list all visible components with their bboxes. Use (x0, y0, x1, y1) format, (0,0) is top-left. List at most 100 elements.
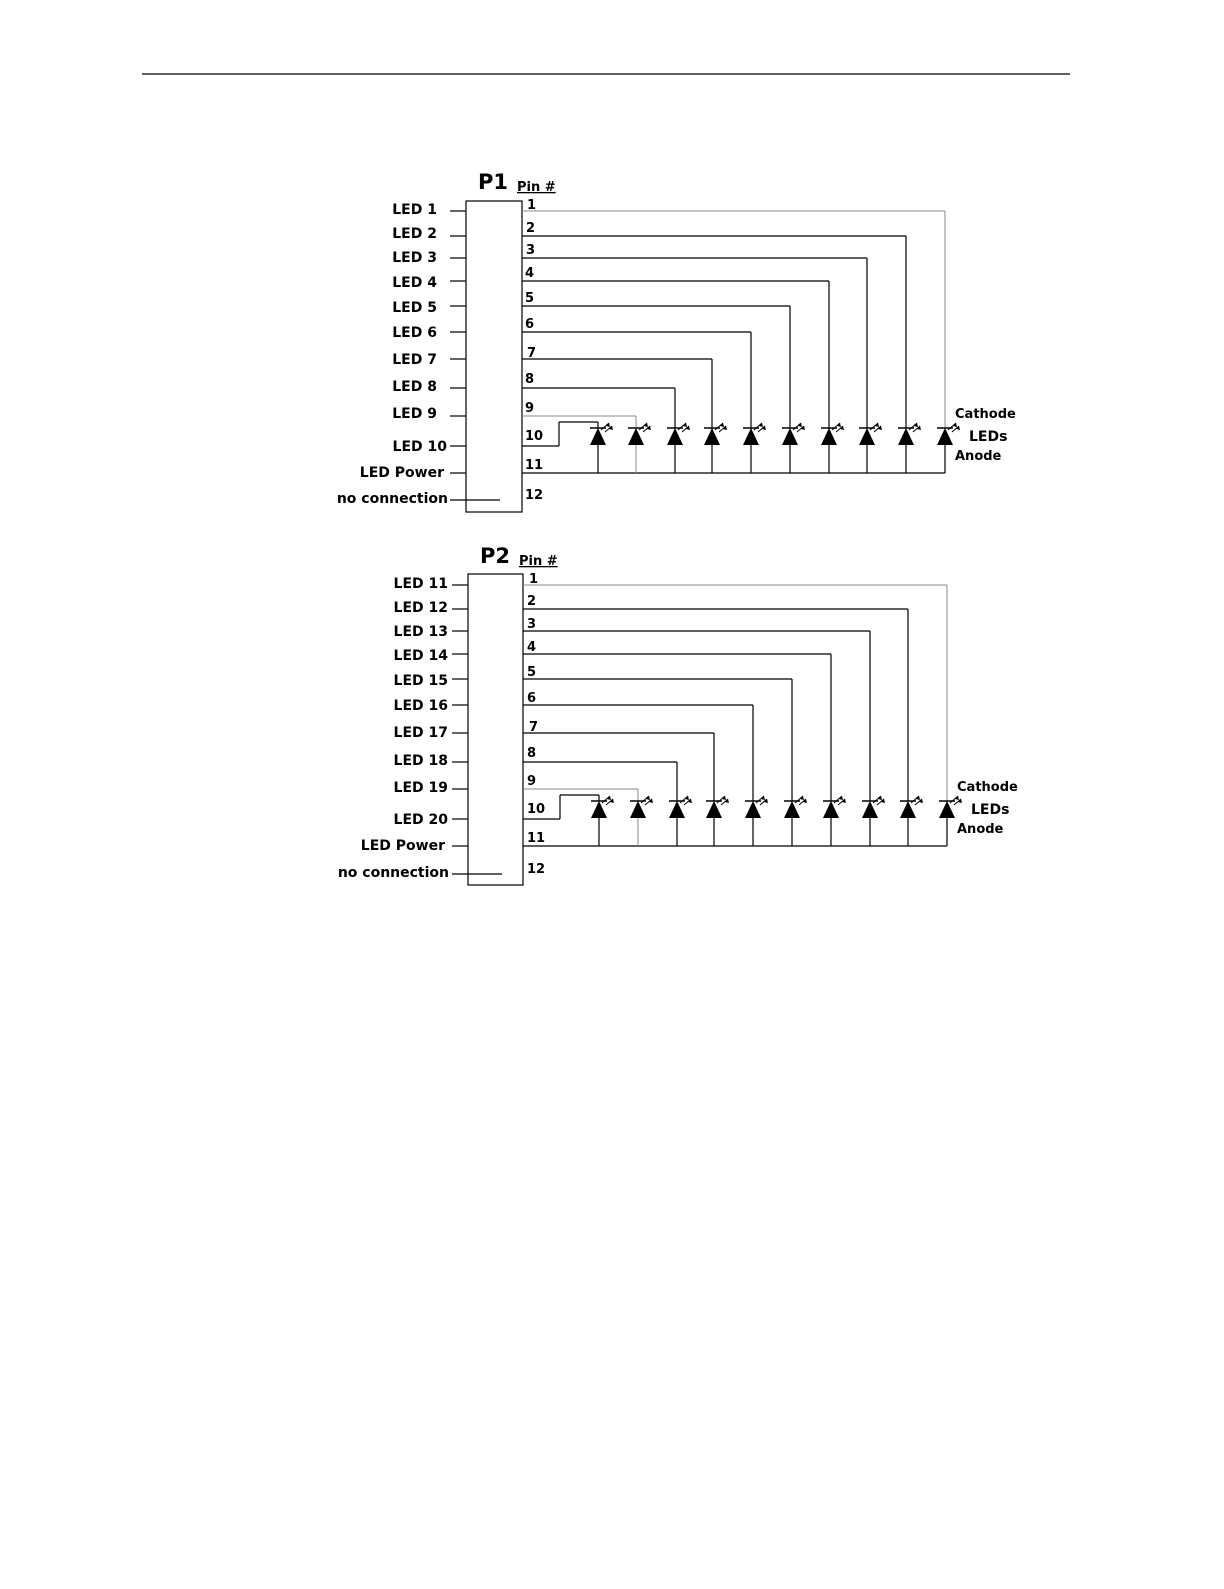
signal-label: LED 5 (392, 300, 437, 316)
pin-number: 3 (526, 243, 535, 258)
led-symbol (821, 423, 844, 445)
cathode-label: Cathode (955, 407, 1016, 422)
led-triangle (628, 428, 644, 445)
signal-label: no connection (337, 491, 448, 507)
anode-label: Anode (957, 822, 1004, 837)
led-triangle (667, 428, 683, 445)
signal-label: LED 16 (394, 698, 448, 714)
signal-label: LED 13 (394, 624, 448, 640)
led-symbol (859, 423, 882, 445)
signal-label: LED 18 (394, 753, 448, 769)
signal-label: LED 11 (394, 576, 448, 592)
pin-number: 8 (525, 372, 534, 387)
led-symbol (667, 423, 690, 445)
signal-label: LED 1 (392, 202, 437, 218)
led-triangle (862, 801, 878, 818)
pin-number: 2 (526, 221, 535, 236)
led-triangle (591, 801, 607, 818)
pin-number: 10 (525, 429, 543, 444)
led-triangle (630, 801, 646, 818)
led-triangle (939, 801, 955, 818)
led-triangle (859, 428, 875, 445)
pin-number: 6 (527, 691, 536, 706)
connector-p2: P2 Pin # LED 11 LED 12 LED 13 LED 14 LED… (338, 544, 1018, 885)
led-symbol (784, 796, 807, 818)
pin-header: Pin # (517, 180, 556, 195)
pin-number: 8 (527, 746, 536, 761)
anode-label: Anode (955, 449, 1002, 464)
led-symbol (937, 423, 960, 445)
leds-label: LEDs (969, 429, 1007, 445)
pin-number: 4 (527, 640, 536, 655)
led-symbol (862, 796, 885, 818)
led-triangle (743, 428, 759, 445)
pin-number: 11 (527, 831, 545, 846)
signal-label: LED 9 (392, 406, 437, 422)
pin-number: 10 (527, 802, 545, 817)
pin-header: Pin # (519, 554, 558, 569)
led-triangle (898, 428, 914, 445)
pin-number: 11 (525, 458, 543, 473)
pin-number: 9 (525, 401, 534, 416)
pin-number: 12 (525, 488, 543, 503)
led-symbol (591, 796, 614, 818)
signal-label: LED 4 (392, 275, 437, 291)
led-symbol (706, 796, 729, 818)
led-triangle (900, 801, 916, 818)
pin-number: 12 (527, 862, 545, 877)
signal-label: LED 19 (394, 780, 448, 796)
led-symbol (630, 796, 653, 818)
pin-number: 9 (527, 774, 536, 789)
pin-number: 4 (525, 266, 534, 281)
signal-label: LED 12 (394, 600, 448, 616)
signal-label: LED 8 (392, 379, 437, 395)
connector-title: P2 (480, 544, 510, 568)
led-triangle (782, 428, 798, 445)
led-triangle (706, 801, 722, 818)
led-symbol (704, 423, 727, 445)
led-triangle (784, 801, 800, 818)
signal-label: LED 6 (392, 325, 437, 341)
led-symbol (743, 423, 766, 445)
cathode-label: Cathode (957, 780, 1018, 795)
led-symbol (782, 423, 805, 445)
led-triangle (669, 801, 685, 818)
pin-number: 5 (527, 665, 536, 680)
leds-label: LEDs (971, 802, 1009, 818)
signal-label: LED 17 (394, 725, 448, 741)
pin-number: 5 (525, 291, 534, 306)
led-symbol (823, 796, 846, 818)
signal-label: LED Power (360, 465, 444, 481)
signal-label: LED 20 (394, 812, 449, 828)
connector-p1: P1 Pin # LED 1 LED 2 LED 3 LED 4 LED 5 L… (337, 170, 1016, 512)
connector-title: P1 (478, 170, 508, 194)
signal-label: LED 2 (392, 226, 437, 242)
led-symbol (590, 423, 613, 445)
connector-body (466, 201, 522, 512)
led-triangle (590, 428, 606, 445)
led-symbol (669, 796, 692, 818)
pin-number: 3 (527, 617, 536, 632)
signal-label: LED 7 (392, 352, 437, 368)
led-symbol (628, 423, 651, 445)
signal-label: LED 3 (392, 250, 437, 266)
led-symbol (939, 796, 962, 818)
pin-number: 2 (527, 594, 536, 609)
led-triangle (821, 428, 837, 445)
signal-label: LED 15 (394, 673, 448, 689)
led-triangle (823, 801, 839, 818)
led-triangle (745, 801, 761, 818)
led-symbol (745, 796, 768, 818)
signal-label: LED 10 (393, 439, 448, 455)
led-symbol (900, 796, 923, 818)
signal-label: LED 14 (394, 648, 449, 664)
signal-label: no connection (338, 865, 449, 881)
led-triangle (937, 428, 953, 445)
pin-number: 6 (525, 317, 534, 332)
signal-label: LED Power (361, 838, 445, 854)
connector-body (468, 574, 523, 885)
led-triangle (704, 428, 720, 445)
led-symbol (898, 423, 921, 445)
